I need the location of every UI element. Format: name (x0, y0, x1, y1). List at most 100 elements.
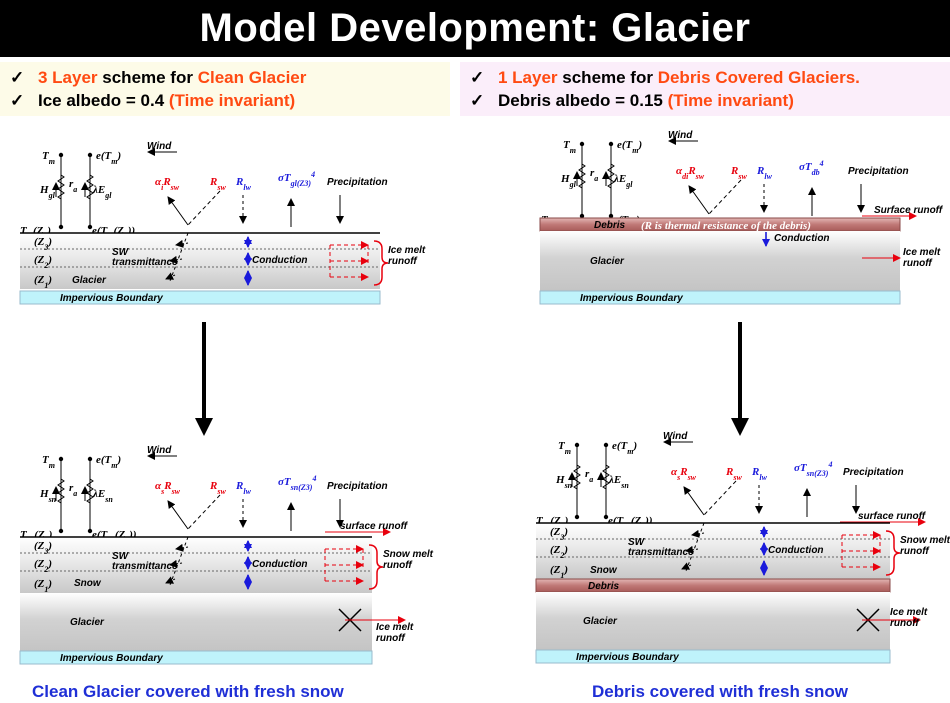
latent-label: λEsn (92, 488, 113, 504)
melt-label: Ice melt (388, 245, 426, 256)
surface-runoff-label: Surface runoff (874, 205, 944, 216)
precip-label: Precipitation (843, 467, 904, 478)
z1-label: (Z1) (550, 564, 568, 580)
z2-label: (Z2) (550, 544, 568, 560)
emitted-lw-label: σTsn(Z3)4 (278, 474, 316, 492)
sw-in-line (187, 190, 221, 226)
longwave-label: Rlw (756, 165, 773, 181)
node-dot (608, 213, 614, 219)
heat-flux-label: Hgl (39, 184, 56, 200)
glacier-layer (540, 231, 900, 291)
latent-label: λEgl (613, 173, 633, 189)
incoming-sw-label: Rsw (730, 165, 747, 181)
debris-note: (R is thermal resistance of the debris) (641, 220, 811, 232)
check-icon: ✓ (470, 91, 485, 110)
bullet-line: ✓1 Layer scheme for Debris Covered Glaci… (470, 66, 940, 89)
sw-trans-label: SW (112, 247, 130, 258)
sw-in-line (187, 494, 221, 530)
caption-left: Clean Glacier covered with fresh snow (32, 682, 344, 701)
glacier-layer (536, 592, 890, 650)
sw-trans-label: SW (628, 537, 646, 548)
resistor-icon (86, 478, 94, 504)
snow-layers (536, 523, 890, 579)
melt-label: runoff (900, 546, 930, 557)
reflect-arrow (688, 185, 710, 215)
resistor-icon (607, 163, 615, 189)
conduction-label: Conduction (252, 255, 308, 266)
bullet-text: 1 Layer (498, 68, 558, 87)
check-icon: ✓ (10, 91, 25, 110)
line (681, 562, 692, 570)
melt-brace (373, 240, 389, 286)
impervious-label: Impervious Boundary (60, 293, 163, 304)
latent-label: λEsn (608, 474, 629, 490)
wind-label: Wind (668, 130, 693, 141)
tm-label: Tm (42, 454, 55, 470)
resistor-icon (602, 464, 610, 490)
z1-label: (Z1) (34, 578, 52, 594)
glacier-layer (20, 593, 372, 651)
impervious-label: Impervious Boundary (580, 293, 683, 304)
resistor-icon (578, 163, 586, 189)
z1-label: (Z1) (34, 274, 52, 290)
sw-trans-label: transmittance (112, 561, 178, 572)
melt-dash (324, 549, 364, 583)
tm-label: Tm (558, 440, 571, 456)
z2-label: (Z2) (34, 254, 52, 270)
bullet-text: Debris albedo = 0.15 (498, 91, 668, 110)
glacier-label: Glacier (70, 617, 105, 628)
check-icon: ✓ (10, 68, 25, 87)
melt-label: runoff (388, 256, 418, 267)
longwave-label: Rlw (751, 466, 768, 482)
ra-label: ra (590, 167, 598, 183)
bullet-text: scheme for (97, 68, 198, 87)
glacier-layers (20, 233, 380, 289)
snow-layers (20, 537, 372, 593)
conduction-label: Conduction (768, 545, 824, 556)
impervious-layer (19, 650, 373, 665)
right-bullets: ✓1 Layer scheme for Debris Covered Glaci… (460, 62, 950, 116)
precip-label: Precipitation (327, 177, 388, 188)
impervious-label: Impervious Boundary (60, 653, 163, 664)
reflected-sw-label: αsRsw (671, 466, 697, 482)
node-dot (87, 528, 93, 534)
resistor-icon (573, 464, 581, 490)
sw-trans-label: transmittance (628, 547, 694, 558)
sw-in-line (708, 179, 742, 215)
etm-label: e(Tm) (96, 150, 121, 166)
etm-label: e(Tm) (96, 454, 121, 470)
impervious-layer (535, 649, 891, 664)
emitted-lw-label: σTsn(Z3)4 (794, 460, 832, 478)
bullet-text: (Time invariant) (667, 91, 794, 110)
check-icon: ✓ (470, 68, 485, 87)
sw-trans-label: SW (112, 551, 130, 562)
wind-label: Wind (147, 141, 172, 152)
ra-label: ra (585, 468, 593, 484)
reflected-sw-label: αiRsw (155, 176, 180, 192)
z3-label: (Z3) (34, 540, 52, 556)
emitted-lw-label: σTdb4 (799, 159, 824, 177)
melt-label: Snow melt (383, 549, 434, 560)
precip-label: Precipitation (848, 166, 909, 177)
bullet-line: ✓Ice albedo = 0.4 (Time invariant) (10, 89, 440, 112)
snow-label: Snow (74, 578, 102, 589)
melt-label: runoff (376, 633, 406, 644)
longwave-label: Rlw (235, 480, 252, 496)
node-dot (603, 514, 609, 520)
caption-right: Debris covered with fresh snow (592, 682, 849, 701)
bullet-text: scheme for (557, 68, 658, 87)
ra-label: ra (69, 482, 77, 498)
left-bullets: ✓3 Layer scheme for Clean Glacier✓Ice al… (0, 62, 450, 116)
bullet-line: ✓3 Layer scheme for Clean Glacier (10, 66, 440, 89)
melt-label: Snow melt (900, 535, 950, 546)
bullet-text: Clean Glacier (197, 68, 307, 87)
reflected-sw-label: αdiRsw (676, 165, 705, 181)
glacier-label: Glacier (72, 275, 107, 286)
wind-label: Wind (663, 431, 688, 442)
node-dot (58, 224, 64, 230)
line (165, 272, 176, 280)
incoming-sw-label: Rsw (725, 466, 742, 482)
impervious-label: Impervious Boundary (576, 652, 679, 663)
snow-label: Snow (590, 565, 618, 576)
